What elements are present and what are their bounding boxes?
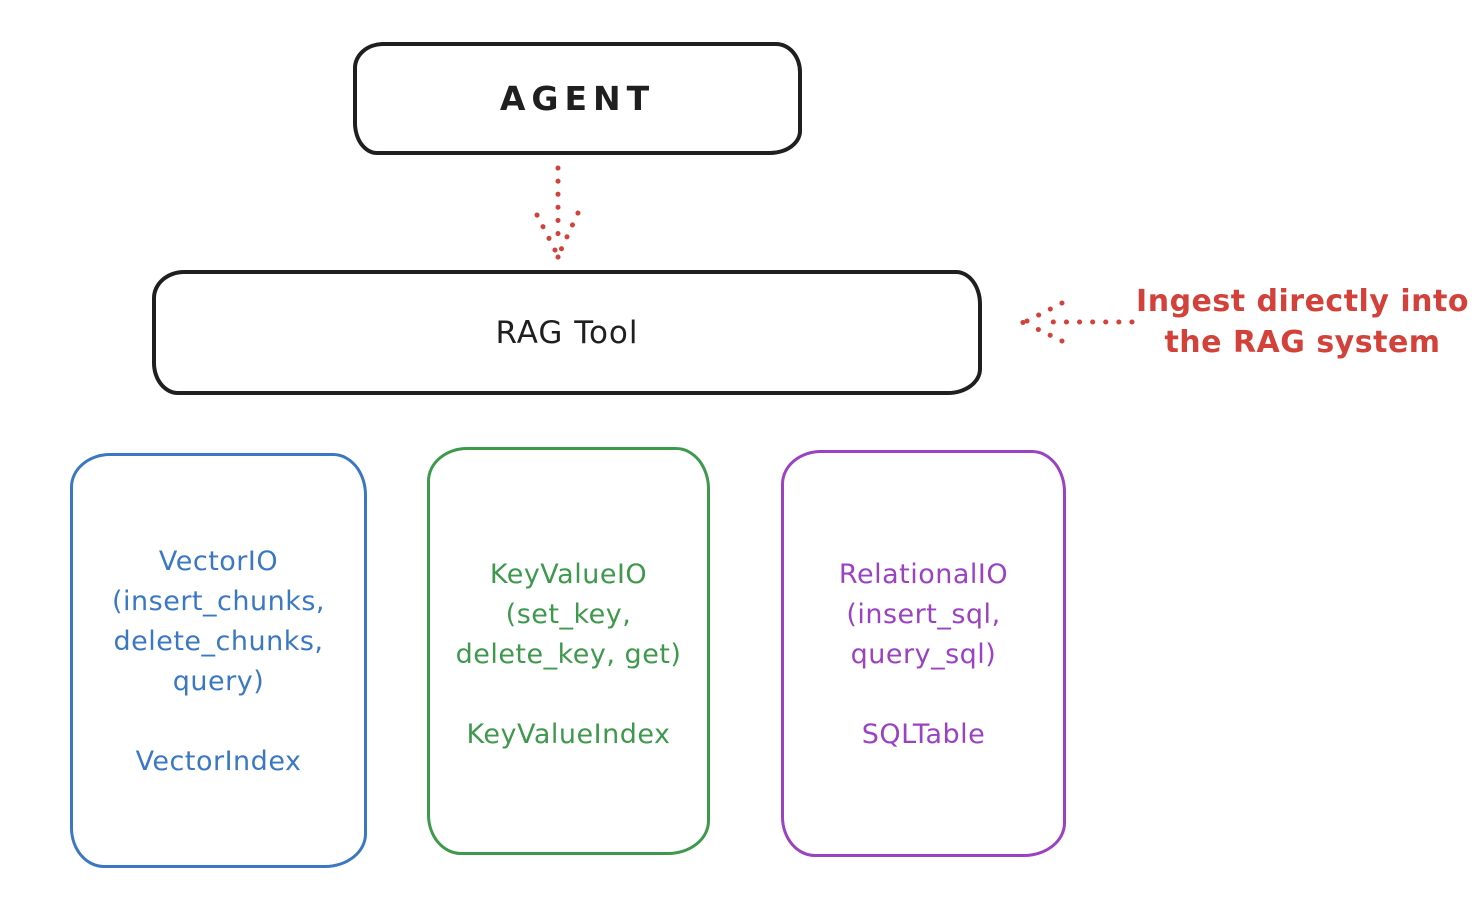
relational-io-text: RelationalIO (insert_sql, query_sql) SQL… — [784, 555, 1063, 755]
keyvalue-index-label: KeyValueIndex — [466, 719, 671, 750]
vector-io-line: (insert_chunks, — [112, 586, 325, 617]
vector-io-line: query) — [172, 666, 265, 697]
vector-io-text: VectorIO (insert_chunks, delete_chunks, … — [73, 542, 364, 782]
ingest-annotation: Ingest directly into the RAG system — [1130, 281, 1475, 363]
keyvalue-io-line: delete_key, get) — [455, 639, 682, 670]
keyvalue-io-line: (set_key, — [505, 599, 632, 630]
keyvalue-io-line: KeyValueIO — [489, 559, 648, 590]
ingest-annotation-line2: the RAG system — [1164, 325, 1441, 360]
dotted-arrow-down-icon — [534, 165, 581, 260]
sql-table-label: SQLTable — [861, 719, 986, 750]
rag-tool-node-label: RAG Tool — [495, 314, 639, 351]
relational-io-line: (insert_sql, — [846, 599, 1001, 630]
dotted-arrow-left-icon — [1020, 300, 1135, 344]
relational-io-node: RelationalIO (insert_sql, query_sql) SQL… — [781, 450, 1066, 857]
ingest-annotation-line1: Ingest directly into — [1136, 284, 1469, 319]
vector-io-line: delete_chunks, — [113, 626, 324, 657]
vector-io-line: VectorIO — [158, 546, 279, 577]
agent-node-label: AGENT — [499, 79, 656, 118]
relational-io-line: query_sql) — [850, 639, 997, 670]
rag-tool-node: RAG Tool — [152, 270, 982, 395]
vector-io-node: VectorIO (insert_chunks, delete_chunks, … — [70, 453, 367, 868]
relational-io-line: RelationalIO — [838, 559, 1009, 590]
keyvalue-io-node: KeyValueIO (set_key, delete_key, get) Ke… — [427, 447, 710, 855]
vector-index-label: VectorIndex — [135, 746, 302, 777]
keyvalue-io-text: KeyValueIO (set_key, delete_key, get) Ke… — [430, 555, 707, 755]
agent-node: AGENT — [353, 42, 802, 155]
